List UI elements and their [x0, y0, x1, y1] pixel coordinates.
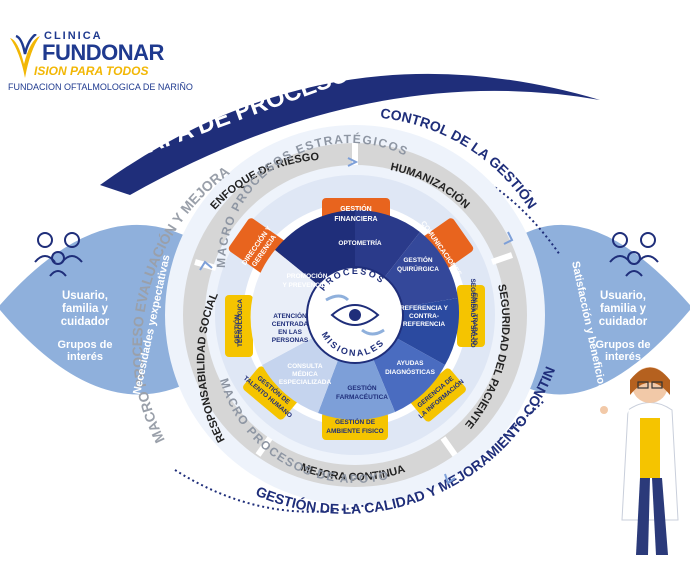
- left-main-2: familia y: [61, 303, 109, 315]
- seg-atencion[interactable]: [250, 250, 355, 365]
- right-main-1: Usuario,: [599, 290, 646, 302]
- logo-clinica: CLINICA: [44, 30, 103, 42]
- label-farmaceutica-1: GESTIÓN: [347, 383, 377, 392]
- box-informacion[interactable]: [408, 367, 467, 423]
- right-sub-1: Grupos de: [595, 339, 651, 351]
- label-tecnologica-1: GESTIÓN: [232, 314, 241, 344]
- doctor-illustration: [600, 367, 679, 555]
- label-consulta-3: ESPECIALIZADA: [279, 379, 332, 386]
- label-financiera-2: FINANCIERA: [334, 216, 377, 223]
- eye-hands-icon: [325, 294, 385, 336]
- label-ayudas-2: DIAGNÓSTICAS: [385, 367, 436, 376]
- left-bubble: [0, 224, 210, 395]
- label-tecnologica-2: TECNOLÓGICA: [235, 299, 244, 347]
- logo-foundation: FUNDACION OFTALMOLOGICA DE NARIÑO: [8, 82, 193, 92]
- left-stakeholders: Usuario, familia y cuidador Grupos de in…: [40, 290, 130, 363]
- label-ambiente-1: GESTIÓN DE: [335, 417, 376, 426]
- seg-farmaceutica[interactable]: [318, 315, 395, 420]
- label-referencia-3: REFERENCIA: [403, 321, 446, 328]
- box-talento[interactable]: [241, 365, 300, 421]
- label-consulta-1: CONSULTA: [287, 363, 322, 370]
- right-bubble: [500, 224, 690, 395]
- logo-v-mark-icon: [10, 34, 40, 78]
- logo-slogan: ISION PARA TODOS: [34, 64, 149, 78]
- box-ambiente[interactable]: [322, 412, 388, 440]
- label-farmaceutica-2: FARMACÉUTICA: [336, 392, 388, 401]
- label-atencion-2: CENTRADA: [272, 321, 309, 328]
- flow-chevrons: [199, 157, 514, 485]
- right-sub-2: interés: [604, 351, 642, 363]
- label-financiera-1: GESTIÓN: [340, 204, 372, 213]
- left-family-icon: [34, 232, 83, 277]
- box-seguridad-trabajo[interactable]: [457, 285, 485, 347]
- label-optometria: OPTOMETRÍA: [338, 238, 382, 247]
- label-consulta-2: MÉDICA: [292, 369, 318, 378]
- right-family-icon: [609, 232, 659, 277]
- right-main-3: cuidador: [598, 316, 648, 328]
- left-main-1: Usuario,: [61, 290, 108, 302]
- label-atencion-4: PERSONAS: [272, 337, 309, 344]
- right-stakeholders: Usuario, familia y cuidador Grupos de in…: [578, 290, 668, 363]
- label-quirurgica-1: GESTIÓN: [403, 255, 433, 264]
- title-swoosh: [100, 73, 600, 195]
- label-atencion-1: ATENCIÓN: [273, 311, 307, 320]
- label-ambiente-2: AMBIENTE FISICO: [326, 428, 383, 435]
- label-promocion-1: PROMOCIÓN: [287, 271, 328, 280]
- support-boxes: [225, 285, 485, 440]
- logo-name: FUNDONAR: [42, 40, 164, 65]
- box-tecnologica[interactable]: [225, 295, 253, 357]
- label-atencion-3: EN LAS: [278, 329, 303, 336]
- label-seg-trabajo-1: SEGURIDAD Y SALUD: [469, 278, 476, 347]
- left-main-3: cuidador: [60, 316, 110, 328]
- left-sub-1: Grupos de: [57, 339, 113, 351]
- right-main-2: familia y: [599, 303, 647, 315]
- label-ayudas-1: AYUDAS: [397, 360, 425, 367]
- label-referencia-1: REFERENCIA Y: [400, 305, 449, 312]
- label-seg-trabajo-2: EN EL TRABAJO: [471, 293, 478, 345]
- label-promocion-2: Y PREVENCIÓN: [282, 280, 331, 289]
- label-quirurgica-2: QUIRÚRGICA: [397, 264, 439, 273]
- label-referencia-2: CONTRA-: [409, 313, 439, 320]
- left-sub-2: interés: [66, 351, 104, 363]
